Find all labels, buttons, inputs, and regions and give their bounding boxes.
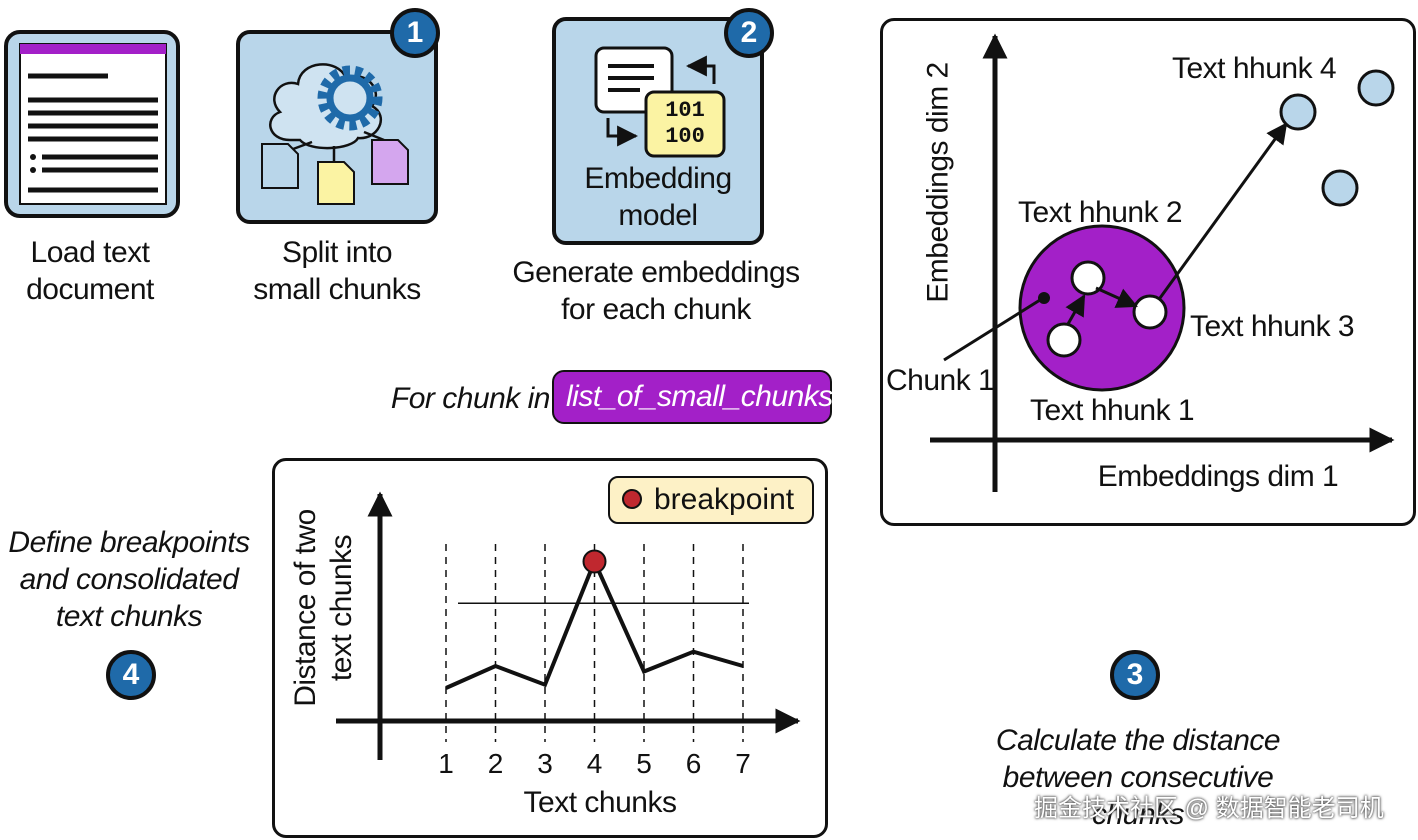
path-arrow bbox=[1095, 286, 1138, 308]
breakpoint-legend-label: breakpoint bbox=[654, 483, 795, 516]
binary-code-line-2: 100 bbox=[665, 124, 705, 149]
text-chunk-4-point bbox=[1279, 93, 1317, 131]
loop-prefix-label: For chunk in bbox=[390, 382, 551, 415]
x-tick-label: 6 bbox=[686, 748, 702, 779]
chunk-1-point bbox=[1038, 292, 1050, 304]
text-chunk-4-label: Text hhunk 4 bbox=[1172, 52, 1337, 85]
watermark: 掘金技术社区 @ 数据智能老司机 bbox=[1034, 795, 1384, 822]
generate-embeddings-label: Generate embeddings for each chunk bbox=[512, 256, 800, 326]
outlier-point bbox=[1321, 169, 1359, 207]
step-4-badge: 4 bbox=[106, 650, 156, 700]
text-chunk-1-label: Text hhunk 1 bbox=[1030, 394, 1195, 427]
file-icon bbox=[371, 139, 409, 185]
chart-y-axis-label: Distance of two text chunks bbox=[289, 509, 358, 707]
text-chunk-2-label: Text hhunk 2 bbox=[1018, 196, 1183, 229]
binary-card-icon bbox=[644, 90, 726, 158]
loop-variable-pill: list_of_small_chunks bbox=[552, 370, 833, 424]
define-breakpoints-label: Define breakpoints and consolidated text… bbox=[8, 526, 250, 633]
x-tick-label: 7 bbox=[735, 748, 751, 779]
embedding-x-axis-label: Embeddings dim 1 bbox=[1097, 460, 1339, 493]
binary-code-line-1: 101 bbox=[665, 98, 705, 123]
x-tick-label: 4 bbox=[587, 748, 603, 779]
split-icon bbox=[261, 63, 409, 205]
x-tick-label: 2 bbox=[488, 748, 504, 779]
step-1-badge: 1 bbox=[390, 8, 440, 58]
file-icon bbox=[317, 161, 355, 205]
chunk-1-leader bbox=[943, 298, 1041, 362]
breakpoint-legend-dot bbox=[622, 489, 642, 509]
text-chunk-1-point bbox=[1046, 322, 1082, 358]
step-2-badge: 2 bbox=[724, 8, 774, 58]
x-tick-label: 1 bbox=[438, 748, 454, 779]
gear-icon bbox=[317, 65, 383, 131]
embedding-model-label: Embedding model bbox=[584, 162, 732, 232]
calculate-distance-label: Calculate the distance between consecuti… bbox=[995, 724, 1281, 831]
path-arrow bbox=[1065, 294, 1086, 325]
document-icon bbox=[4, 30, 180, 218]
text-chunk-3-label: Text hhunk 3 bbox=[1190, 310, 1355, 343]
text-chunk-2-point bbox=[1070, 260, 1106, 296]
text-chunk-3-point bbox=[1132, 294, 1168, 330]
chunk-1-label: Chunk 1 bbox=[886, 364, 995, 397]
split-chunks-label: Split into small chunks bbox=[253, 236, 421, 306]
breakpoint-marker bbox=[582, 549, 607, 574]
embedding-y-axis-label: Embeddings dim 2 bbox=[921, 62, 955, 303]
file-icon bbox=[261, 143, 299, 189]
step-3-badge: 3 bbox=[1110, 650, 1160, 700]
load-document-label: Load text document bbox=[26, 236, 154, 306]
breakpoint-legend: breakpoint bbox=[608, 476, 814, 524]
outlier-point bbox=[1357, 69, 1395, 107]
path-arrow bbox=[1158, 122, 1288, 299]
x-tick-label: 5 bbox=[636, 748, 652, 779]
chart-x-axis-label: Text chunks bbox=[523, 786, 677, 819]
embedding-icon bbox=[594, 46, 726, 158]
x-tick-label: 3 bbox=[537, 748, 553, 779]
